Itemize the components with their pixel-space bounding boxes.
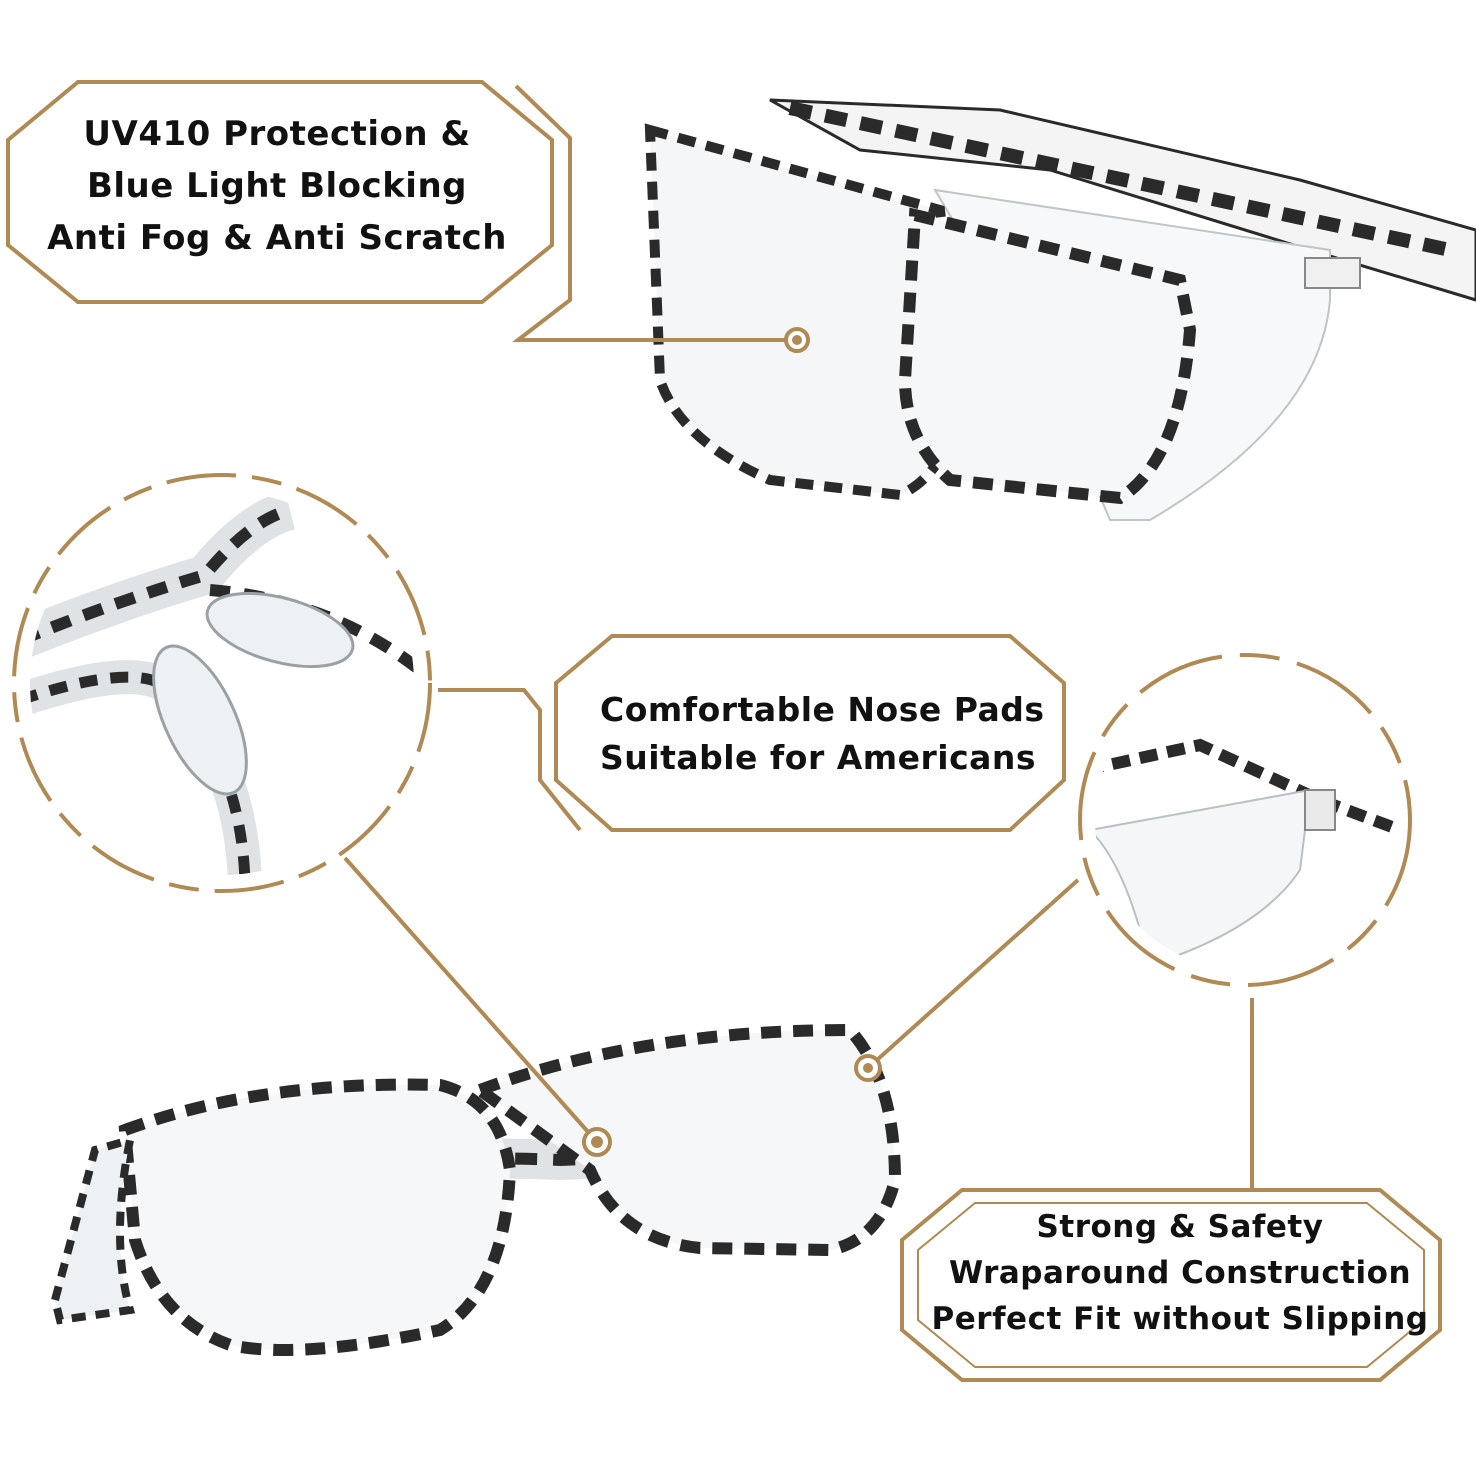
strong-line-2: Wraparound Construction <box>948 1255 1412 1291</box>
strong-callout-text: Strong & Safety Wraparound Construction … <box>920 1204 1440 1342</box>
uv-leader-line <box>512 84 797 342</box>
side-to-glasses-line <box>866 878 1080 1070</box>
uv-line-1: UV410 Protection & <box>83 114 471 154</box>
uv-line-2: Blue Light Blocking <box>86 166 467 206</box>
nose-callout-text: Comfortable Nose Pads Suitable for Ameri… <box>570 686 1056 782</box>
uv-callout-frame <box>6 80 554 304</box>
nose-line-1: Comfortable Nose Pads <box>600 690 1045 729</box>
nose-pad-zoom-photo <box>12 473 432 893</box>
strong-callout-frame-inner <box>917 1202 1425 1368</box>
nose-line-2: Suitable for Americans <box>600 738 1037 777</box>
nose-to-glasses-line <box>343 856 599 1144</box>
strong-callout-frame-outer <box>900 1188 1442 1382</box>
nose-leader-line <box>438 688 582 832</box>
nose-callout-frame <box>554 634 1066 832</box>
bottom-glasses-photo <box>50 1023 902 1356</box>
uv-line-3: Anti Fog & Anti Scratch <box>47 218 507 258</box>
side-shield-zoom-photo <box>1078 653 1412 987</box>
top-glasses-photo <box>644 98 1476 521</box>
strong-line-3: Perfect Fit without Slipping <box>931 1301 1429 1337</box>
uv-callout-text: UV410 Protection & Blue Light Blocking A… <box>22 108 532 264</box>
strong-line-1: Strong & Safety <box>1036 1209 1324 1245</box>
